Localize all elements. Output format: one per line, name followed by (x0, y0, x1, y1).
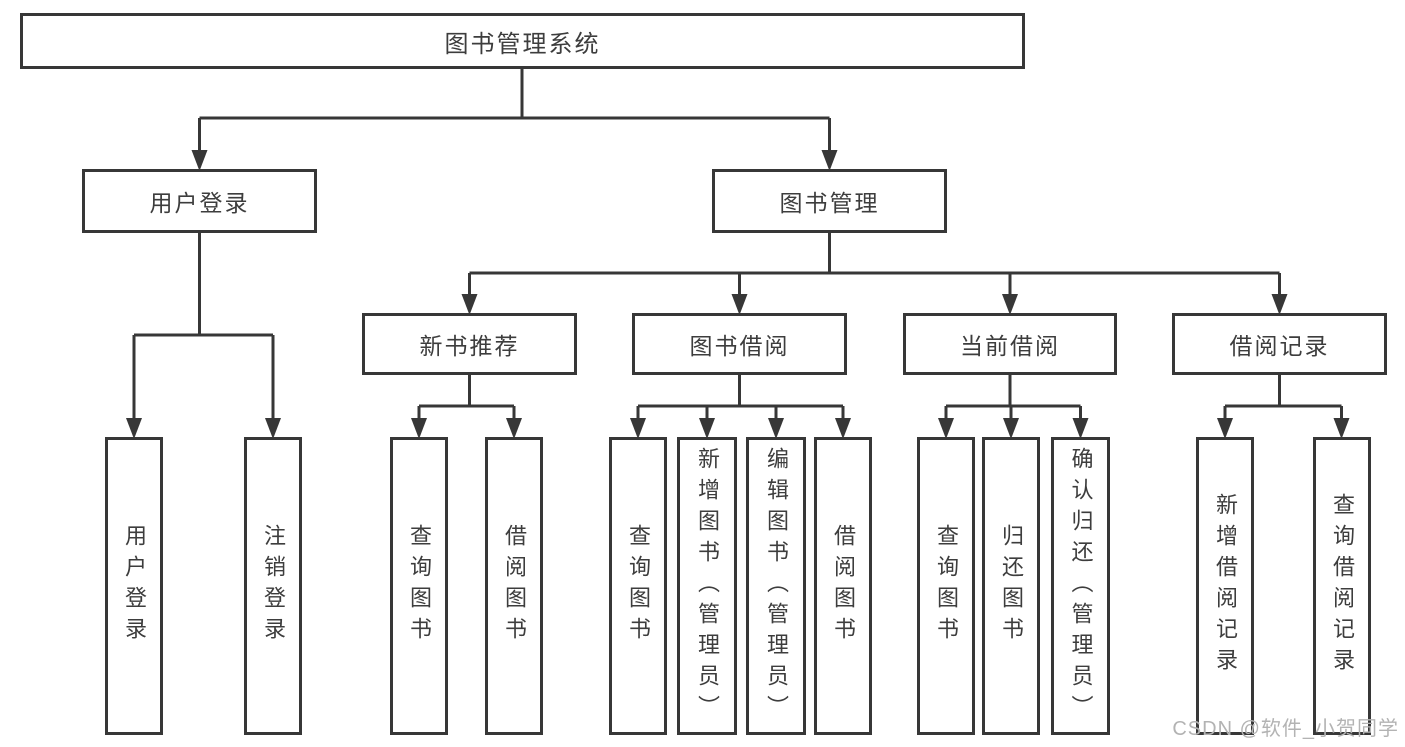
node-borrow-records-label: 借阅记录 (1229, 333, 1330, 359)
node-root: 图书管理系统 (20, 13, 1025, 69)
connector-mgmt (468, 233, 1281, 295)
connector-root (198, 69, 831, 151)
arrow-down-icon (835, 418, 851, 439)
leaf-cur-query-books: 查询图书 (917, 437, 975, 735)
arrow-down-icon (191, 150, 208, 171)
arrow-down-icon (1333, 418, 1350, 439)
node-borrow-records: 借阅记录 (1172, 313, 1387, 375)
leaf-cur-return-books-label: 归还图书 (999, 524, 1024, 648)
arrow-down-icon (461, 294, 478, 315)
leaf-bor-query-books-label: 查询图书 (626, 524, 651, 648)
leaf-user-login-label: 用户登录 (122, 524, 147, 648)
leaf-logout-label: 注销登录 (261, 524, 286, 648)
connector-borrow (636, 375, 845, 419)
node-book-management-label: 图书管理 (779, 190, 880, 216)
arrow-down-icon (699, 418, 715, 439)
leaf-user-login: 用户登录 (105, 437, 163, 735)
arrow-down-icon (938, 418, 954, 439)
arrow-down-icon (1271, 294, 1288, 315)
node-root-label: 图书管理系统 (444, 30, 601, 58)
leaf-bor-borrow-books: 借阅图书 (814, 437, 872, 735)
connector-current (944, 375, 1082, 419)
node-book-management: 图书管理 (712, 169, 947, 233)
leaf-rec-query-books-label: 查询图书 (407, 524, 432, 648)
leaf-query-borrow-record: 查询借阅记录 (1313, 437, 1371, 735)
leaf-bor-borrow-books-label: 借阅图书 (831, 524, 856, 648)
node-book-borrowing: 图书借阅 (632, 313, 847, 375)
arrow-down-icon (506, 418, 522, 439)
leaf-rec-query-books: 查询图书 (390, 437, 448, 735)
leaf-query-borrow-record-label: 查询借阅记录 (1330, 493, 1355, 679)
arrow-down-icon (768, 418, 784, 439)
leaf-bor-add-books-admin-label: 新增图书（管理员） (695, 446, 720, 726)
connector-login (132, 233, 275, 419)
arrow-down-icon (821, 150, 838, 171)
node-user-login: 用户登录 (82, 169, 317, 233)
arrow-down-icon (411, 418, 427, 439)
arrow-down-icon (1072, 418, 1089, 439)
connector-records (1223, 375, 1343, 419)
node-new-book-recommend: 新书推荐 (362, 313, 577, 375)
leaf-cur-return-books: 归还图书 (982, 437, 1040, 735)
leaf-rec-borrow-books-label: 借阅图书 (502, 524, 527, 648)
arrow-down-icon (1002, 294, 1018, 315)
leaf-bor-edit-books-admin: 编辑图书（管理员） (746, 437, 806, 735)
arrow-down-icon (731, 294, 748, 315)
arrow-down-icon (630, 418, 646, 439)
leaf-bor-edit-books-admin-label: 编辑图书（管理员） (764, 446, 789, 726)
leaf-add-borrow-record-label: 新增借阅记录 (1213, 493, 1238, 679)
leaf-rec-borrow-books: 借阅图书 (485, 437, 543, 735)
arrow-down-icon (1217, 418, 1233, 439)
leaf-bor-query-books: 查询图书 (609, 437, 667, 735)
arrow-down-icon (265, 418, 281, 439)
leaf-logout: 注销登录 (244, 437, 302, 735)
arrow-down-icon (1003, 418, 1019, 439)
leaf-cur-confirm-return-admin-label: 确认归还（管理员） (1068, 446, 1094, 726)
node-current-borrowing-label: 当前借阅 (960, 333, 1060, 359)
node-current-borrowing: 当前借阅 (903, 313, 1117, 375)
leaf-cur-confirm-return-admin: 确认归还（管理员） (1051, 437, 1110, 735)
csdn-watermark: CSDN @软件_小贺同学 (1172, 718, 1399, 740)
connector-rec (417, 375, 516, 419)
node-book-borrowing-label: 图书借阅 (689, 333, 790, 359)
node-user-login-label: 用户登录 (149, 190, 250, 216)
leaf-bor-add-books-admin: 新增图书（管理员） (677, 437, 737, 735)
node-new-book-recommend-label: 新书推荐 (419, 333, 520, 359)
arrow-down-icon (126, 418, 142, 439)
leaf-cur-query-books-label: 查询图书 (934, 524, 959, 648)
leaf-add-borrow-record: 新增借阅记录 (1196, 437, 1254, 735)
